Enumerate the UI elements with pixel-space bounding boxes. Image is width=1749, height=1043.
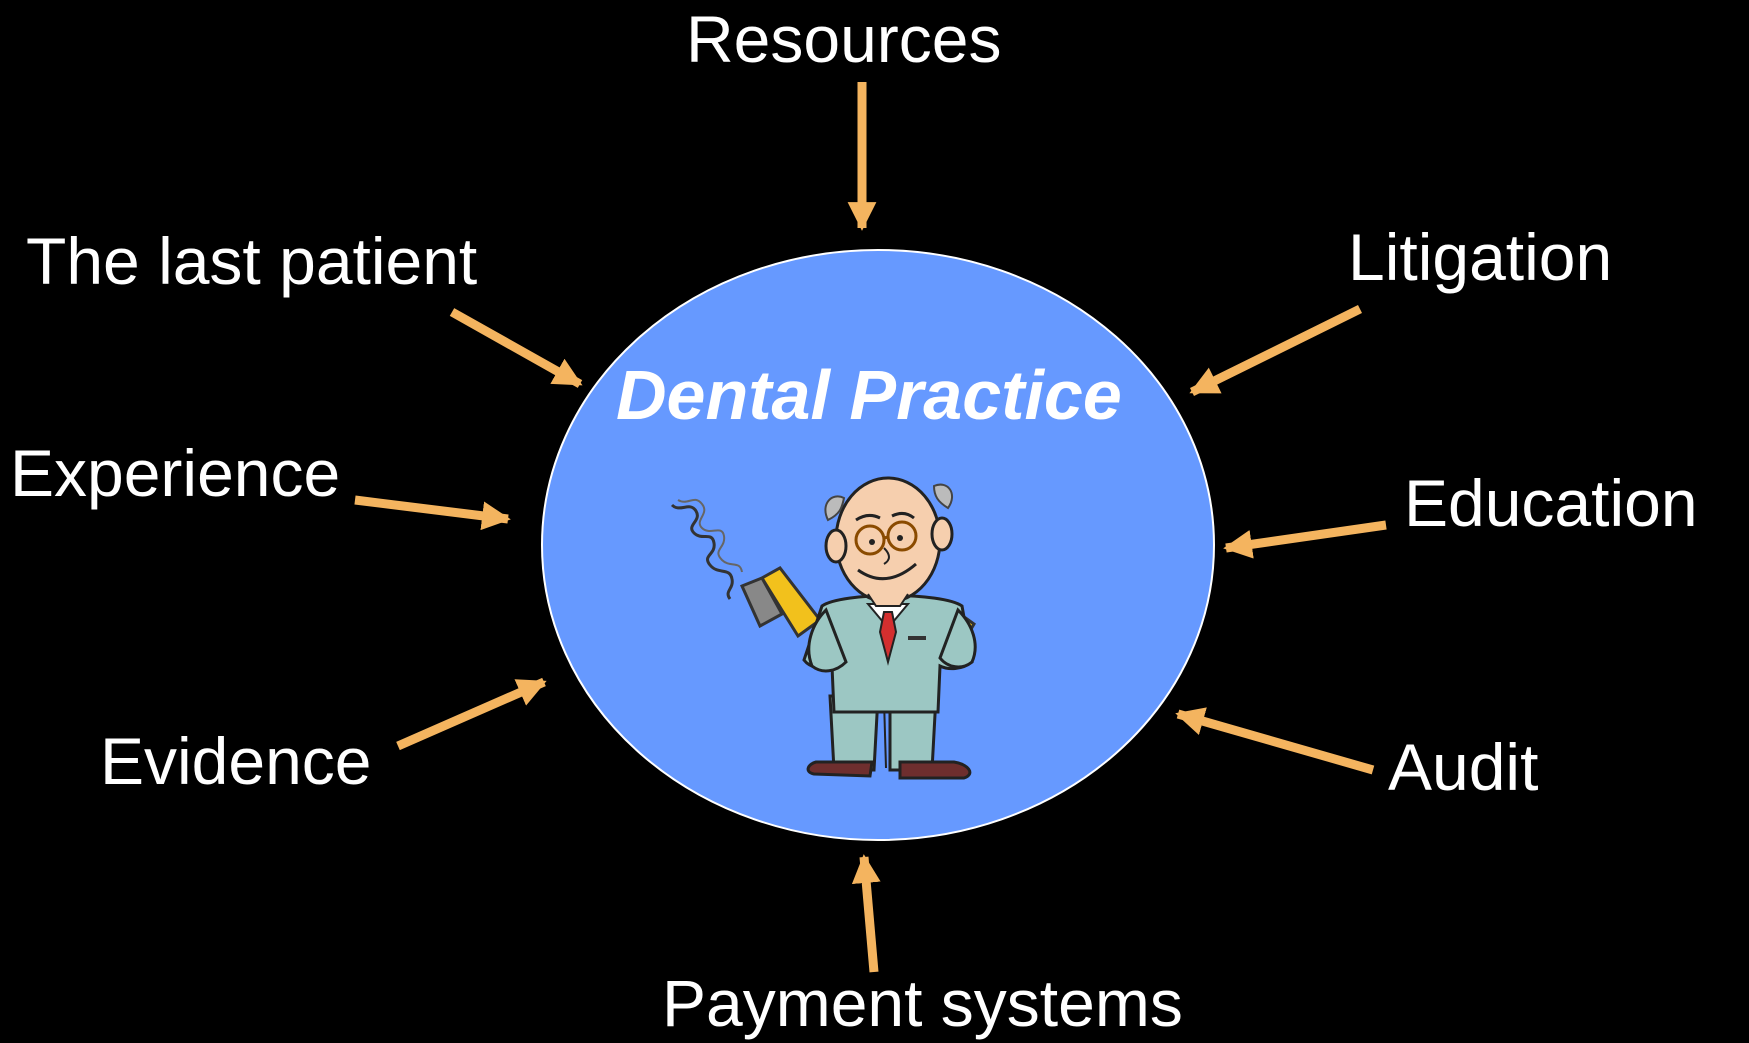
arrow-litigation xyxy=(1189,304,1362,397)
arrow-evidence xyxy=(396,677,547,751)
arrow-the-last-patient xyxy=(449,308,583,388)
label-experience: Experience xyxy=(10,436,341,510)
label-the-last-patient: The last patient xyxy=(26,224,478,298)
arrow-payment-systems xyxy=(851,854,881,973)
arrow-education xyxy=(1223,520,1387,559)
label-evidence: Evidence xyxy=(100,724,372,798)
arrow-experience xyxy=(354,495,511,531)
label-audit: Audit xyxy=(1388,730,1539,804)
dentist-with-drill-icon xyxy=(670,476,977,780)
label-payment-systems: Payment systems xyxy=(662,966,1183,1040)
center-title: Dental Practice xyxy=(616,356,1122,434)
label-litigation: Litigation xyxy=(1348,220,1613,294)
label-education: Education xyxy=(1404,466,1698,540)
arrow-audit xyxy=(1175,707,1375,775)
label-resources: Resources xyxy=(686,2,1002,76)
